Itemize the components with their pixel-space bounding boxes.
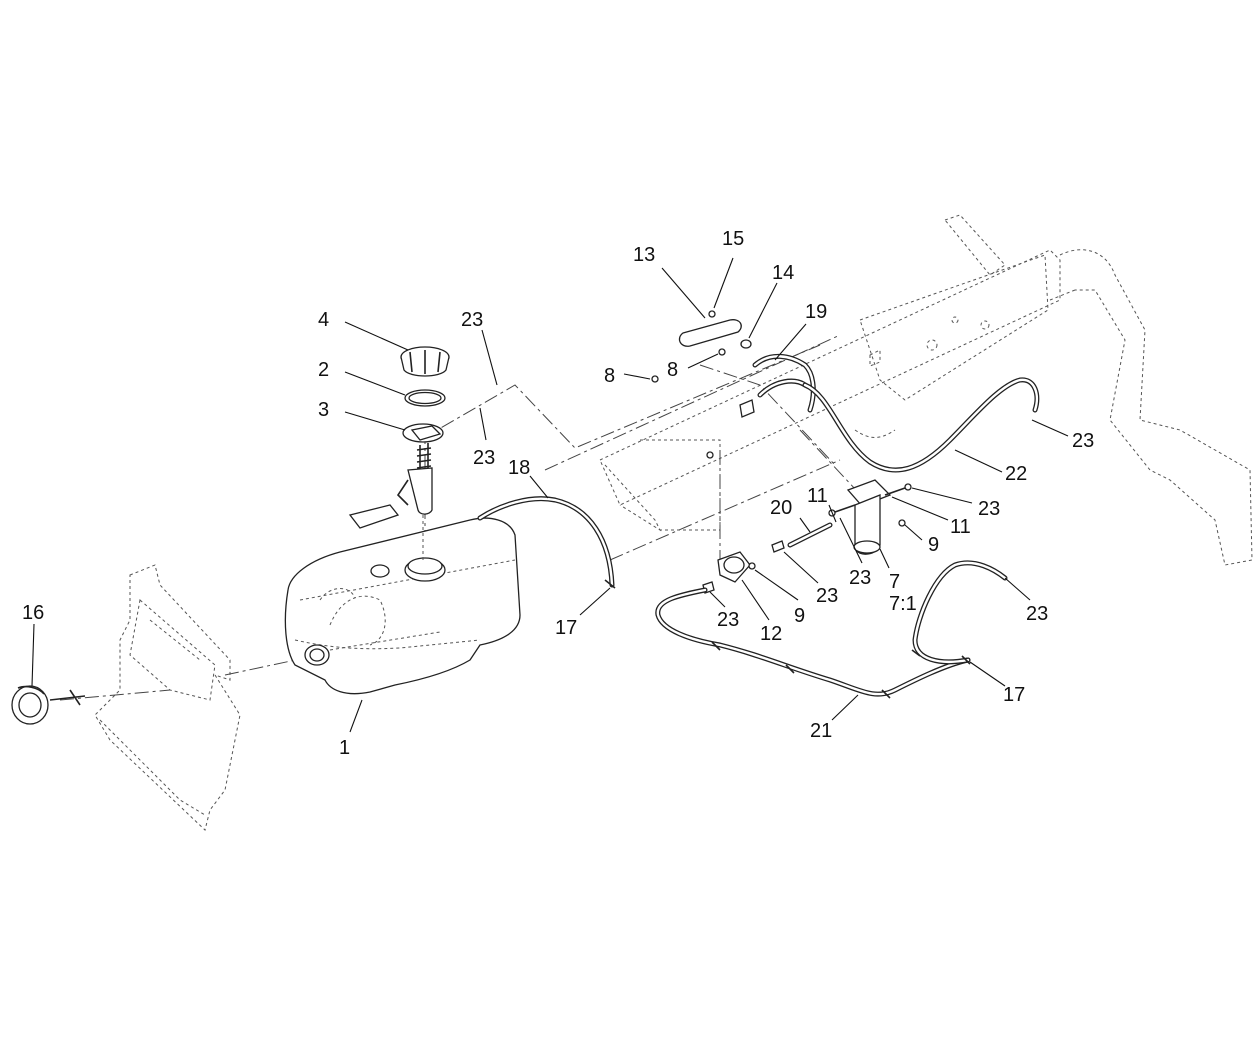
chassis-frame: [599, 214, 1253, 566]
callout-16: 16: [22, 602, 44, 624]
callout-23-right: 23: [1026, 603, 1048, 625]
callout-23-filter-out: 23: [978, 498, 1000, 520]
callout-17-left: 17: [555, 617, 577, 639]
leader-lines: [31, 257, 1069, 733]
callout-23-sender: 23: [473, 447, 495, 469]
callout-20: 20: [770, 497, 792, 519]
fuel-filter: [828, 479, 912, 555]
callout-18: 18: [508, 457, 530, 479]
fuel-cap: [11, 685, 86, 725]
callout-4: 4: [318, 309, 329, 331]
callout-9-filter: 9: [928, 534, 939, 556]
filter-bracket: [651, 310, 755, 459]
callout-7-ratio: 7:1: [889, 593, 917, 615]
callout-22: 22: [1005, 463, 1027, 485]
callout-15: 15: [722, 228, 744, 250]
callout-2: 2: [318, 359, 329, 381]
callout-23-filter-in: 23: [849, 567, 871, 589]
callout-17-right: 17: [1003, 684, 1025, 706]
callout-19: 19: [805, 301, 827, 323]
fuel-pump: [702, 540, 785, 594]
callout-14: 14: [772, 262, 794, 284]
callout-12: 12: [760, 623, 782, 645]
callout-3: 3: [318, 399, 329, 421]
callout-1: 1: [339, 737, 350, 759]
callout-8-left: 8: [604, 365, 615, 387]
callout-11-top: 11: [807, 485, 828, 507]
callout-13: 13: [633, 244, 655, 266]
callout-21: 21: [810, 720, 832, 742]
fuel-tank: [284, 517, 521, 695]
fuel-hoses: [477, 353, 1040, 699]
tank-mount-panel: [94, 564, 241, 831]
callout-23-top: 23: [461, 309, 483, 331]
callout-8-right: 8: [667, 359, 678, 381]
callout-7: 7: [889, 571, 900, 593]
callouts: 1 2 3 4 7 7:1 8 8 9 9 11 11 12 13 14 15 …: [22, 228, 1094, 759]
callout-11-right: 11: [950, 516, 971, 538]
fuel-sender-assembly: [348, 346, 450, 560]
callout-23-pump-out: 23: [816, 585, 838, 607]
callout-9-pump: 9: [794, 605, 805, 627]
callout-23-frame: 23: [1072, 430, 1094, 452]
callout-23-pump-in: 23: [717, 609, 739, 631]
